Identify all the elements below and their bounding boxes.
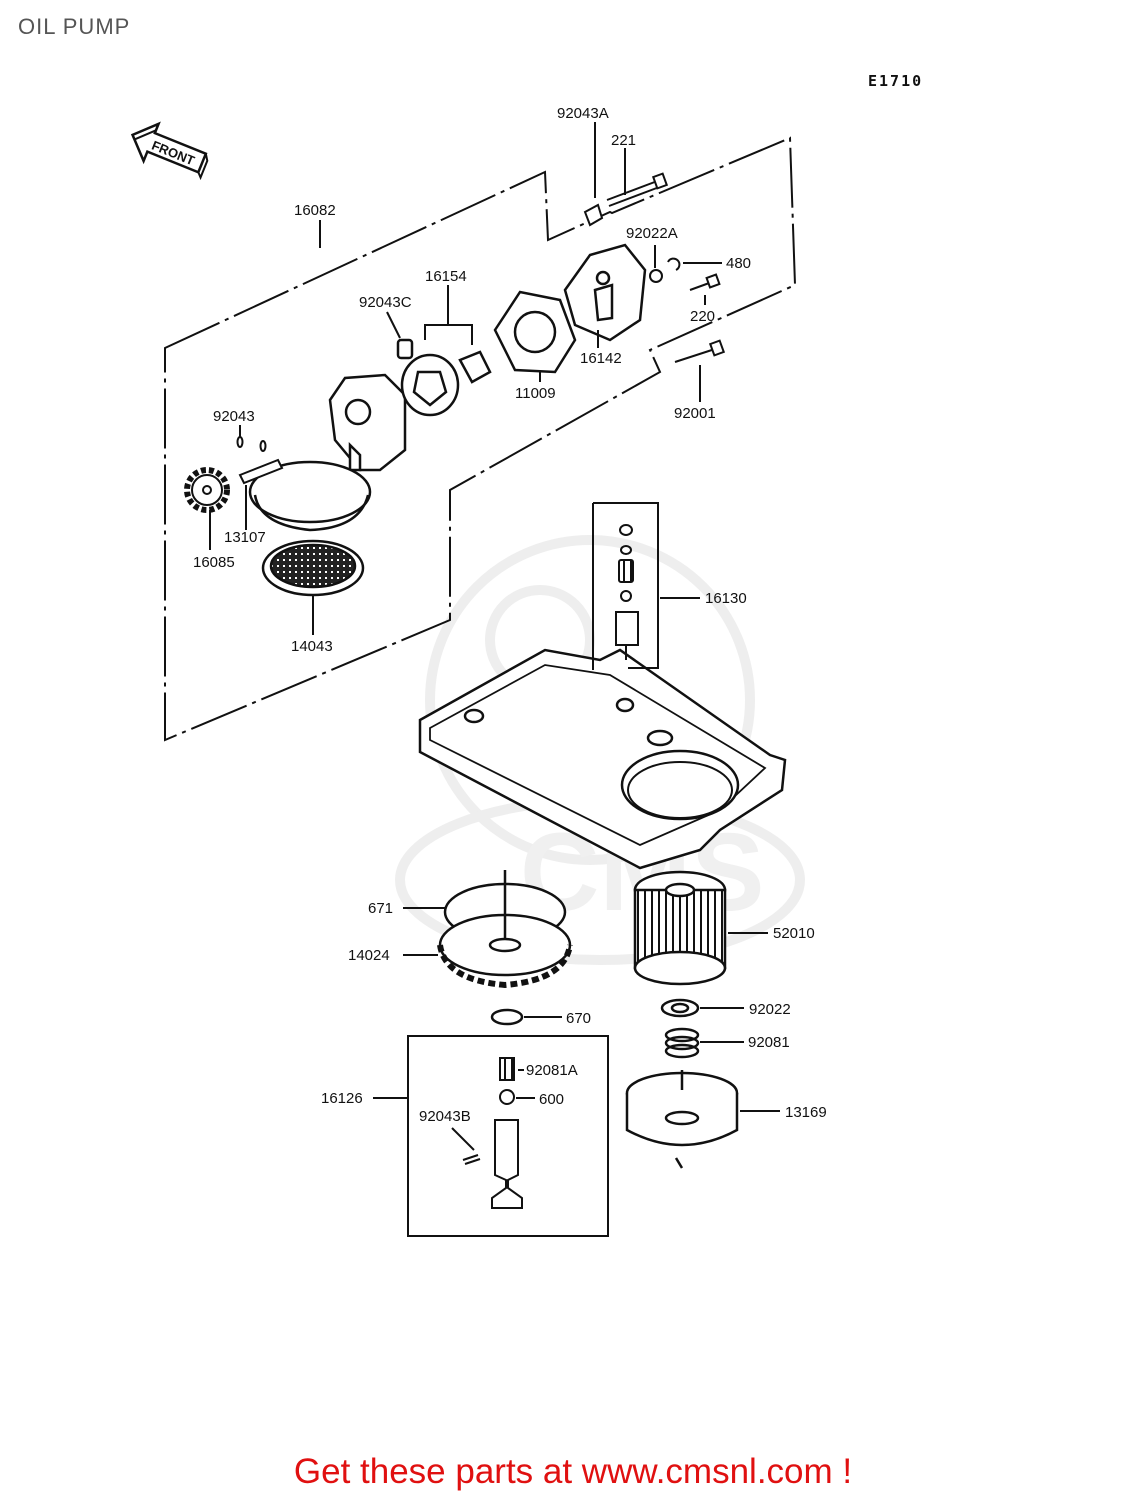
label-600: 600 [539, 1091, 564, 1108]
label-16126: 16126 [321, 1090, 363, 1107]
pump-cover-16142 [563, 243, 647, 342]
pump-gasket-11009 [493, 290, 577, 374]
label-92022A: 92022A [626, 225, 678, 242]
filter-case-13169 [625, 1070, 739, 1169]
label-14043: 14043 [291, 638, 333, 655]
front-arrow-icon: FRONT [130, 121, 209, 181]
label-16082: 16082 [294, 202, 336, 219]
filter-washer-92022 [660, 998, 700, 1018]
inner-rotor [396, 338, 492, 417]
label-92043A: 92043A [557, 105, 609, 122]
label-16142: 16142 [580, 350, 622, 367]
oil-filter-52010 [633, 870, 727, 986]
label-92081A: 92081A [526, 1062, 578, 1079]
label-92022: 92022 [749, 1001, 791, 1018]
label-52010: 52010 [773, 925, 815, 942]
label-480: 480 [726, 255, 751, 272]
label-11009: 11009 [515, 385, 556, 402]
footer-promo-link[interactable]: Get these parts at www.cmsnl.com ! [293, 1452, 853, 1491]
label-16154: 16154 [425, 268, 467, 285]
diagram-code: E1710 [868, 72, 924, 90]
oil-screen-14043 [261, 539, 365, 597]
label-92081: 92081 [748, 1034, 790, 1051]
label-221: 221 [611, 132, 636, 149]
leader-lines [209, 122, 780, 1151]
part-labels: 92043A 221 16082 92022A 480 16154 92043C… [193, 105, 827, 1125]
filter-spring-92081 [664, 1027, 700, 1059]
pump-gear-16085 [184, 467, 230, 513]
bolts-and-pins [236, 172, 726, 485]
label-92043: 92043 [213, 408, 255, 425]
label-220: 220 [690, 308, 715, 325]
o-ring-670 [490, 1008, 524, 1026]
label-670: 670 [566, 1010, 591, 1027]
label-16130: 16130 [705, 590, 747, 607]
page-title: OIL PUMP [18, 14, 131, 39]
pump-body [248, 373, 407, 532]
bypass-valve-16126 [407, 1035, 609, 1237]
label-92043C: 92043C [359, 294, 412, 311]
label-92043B: 92043B [419, 1108, 471, 1125]
label-13107: 13107 [224, 529, 266, 546]
relief-valve-16130 [592, 502, 659, 670]
label-14024: 14024 [348, 947, 390, 964]
label-13169: 13169 [785, 1104, 827, 1121]
label-92001: 92001 [674, 405, 716, 422]
oil-pan [418, 648, 787, 870]
label-16085: 16085 [193, 554, 235, 571]
filter-cover-14024 [437, 870, 573, 989]
pump-assembly-outline [164, 136, 797, 742]
label-671: 671 [368, 900, 393, 917]
